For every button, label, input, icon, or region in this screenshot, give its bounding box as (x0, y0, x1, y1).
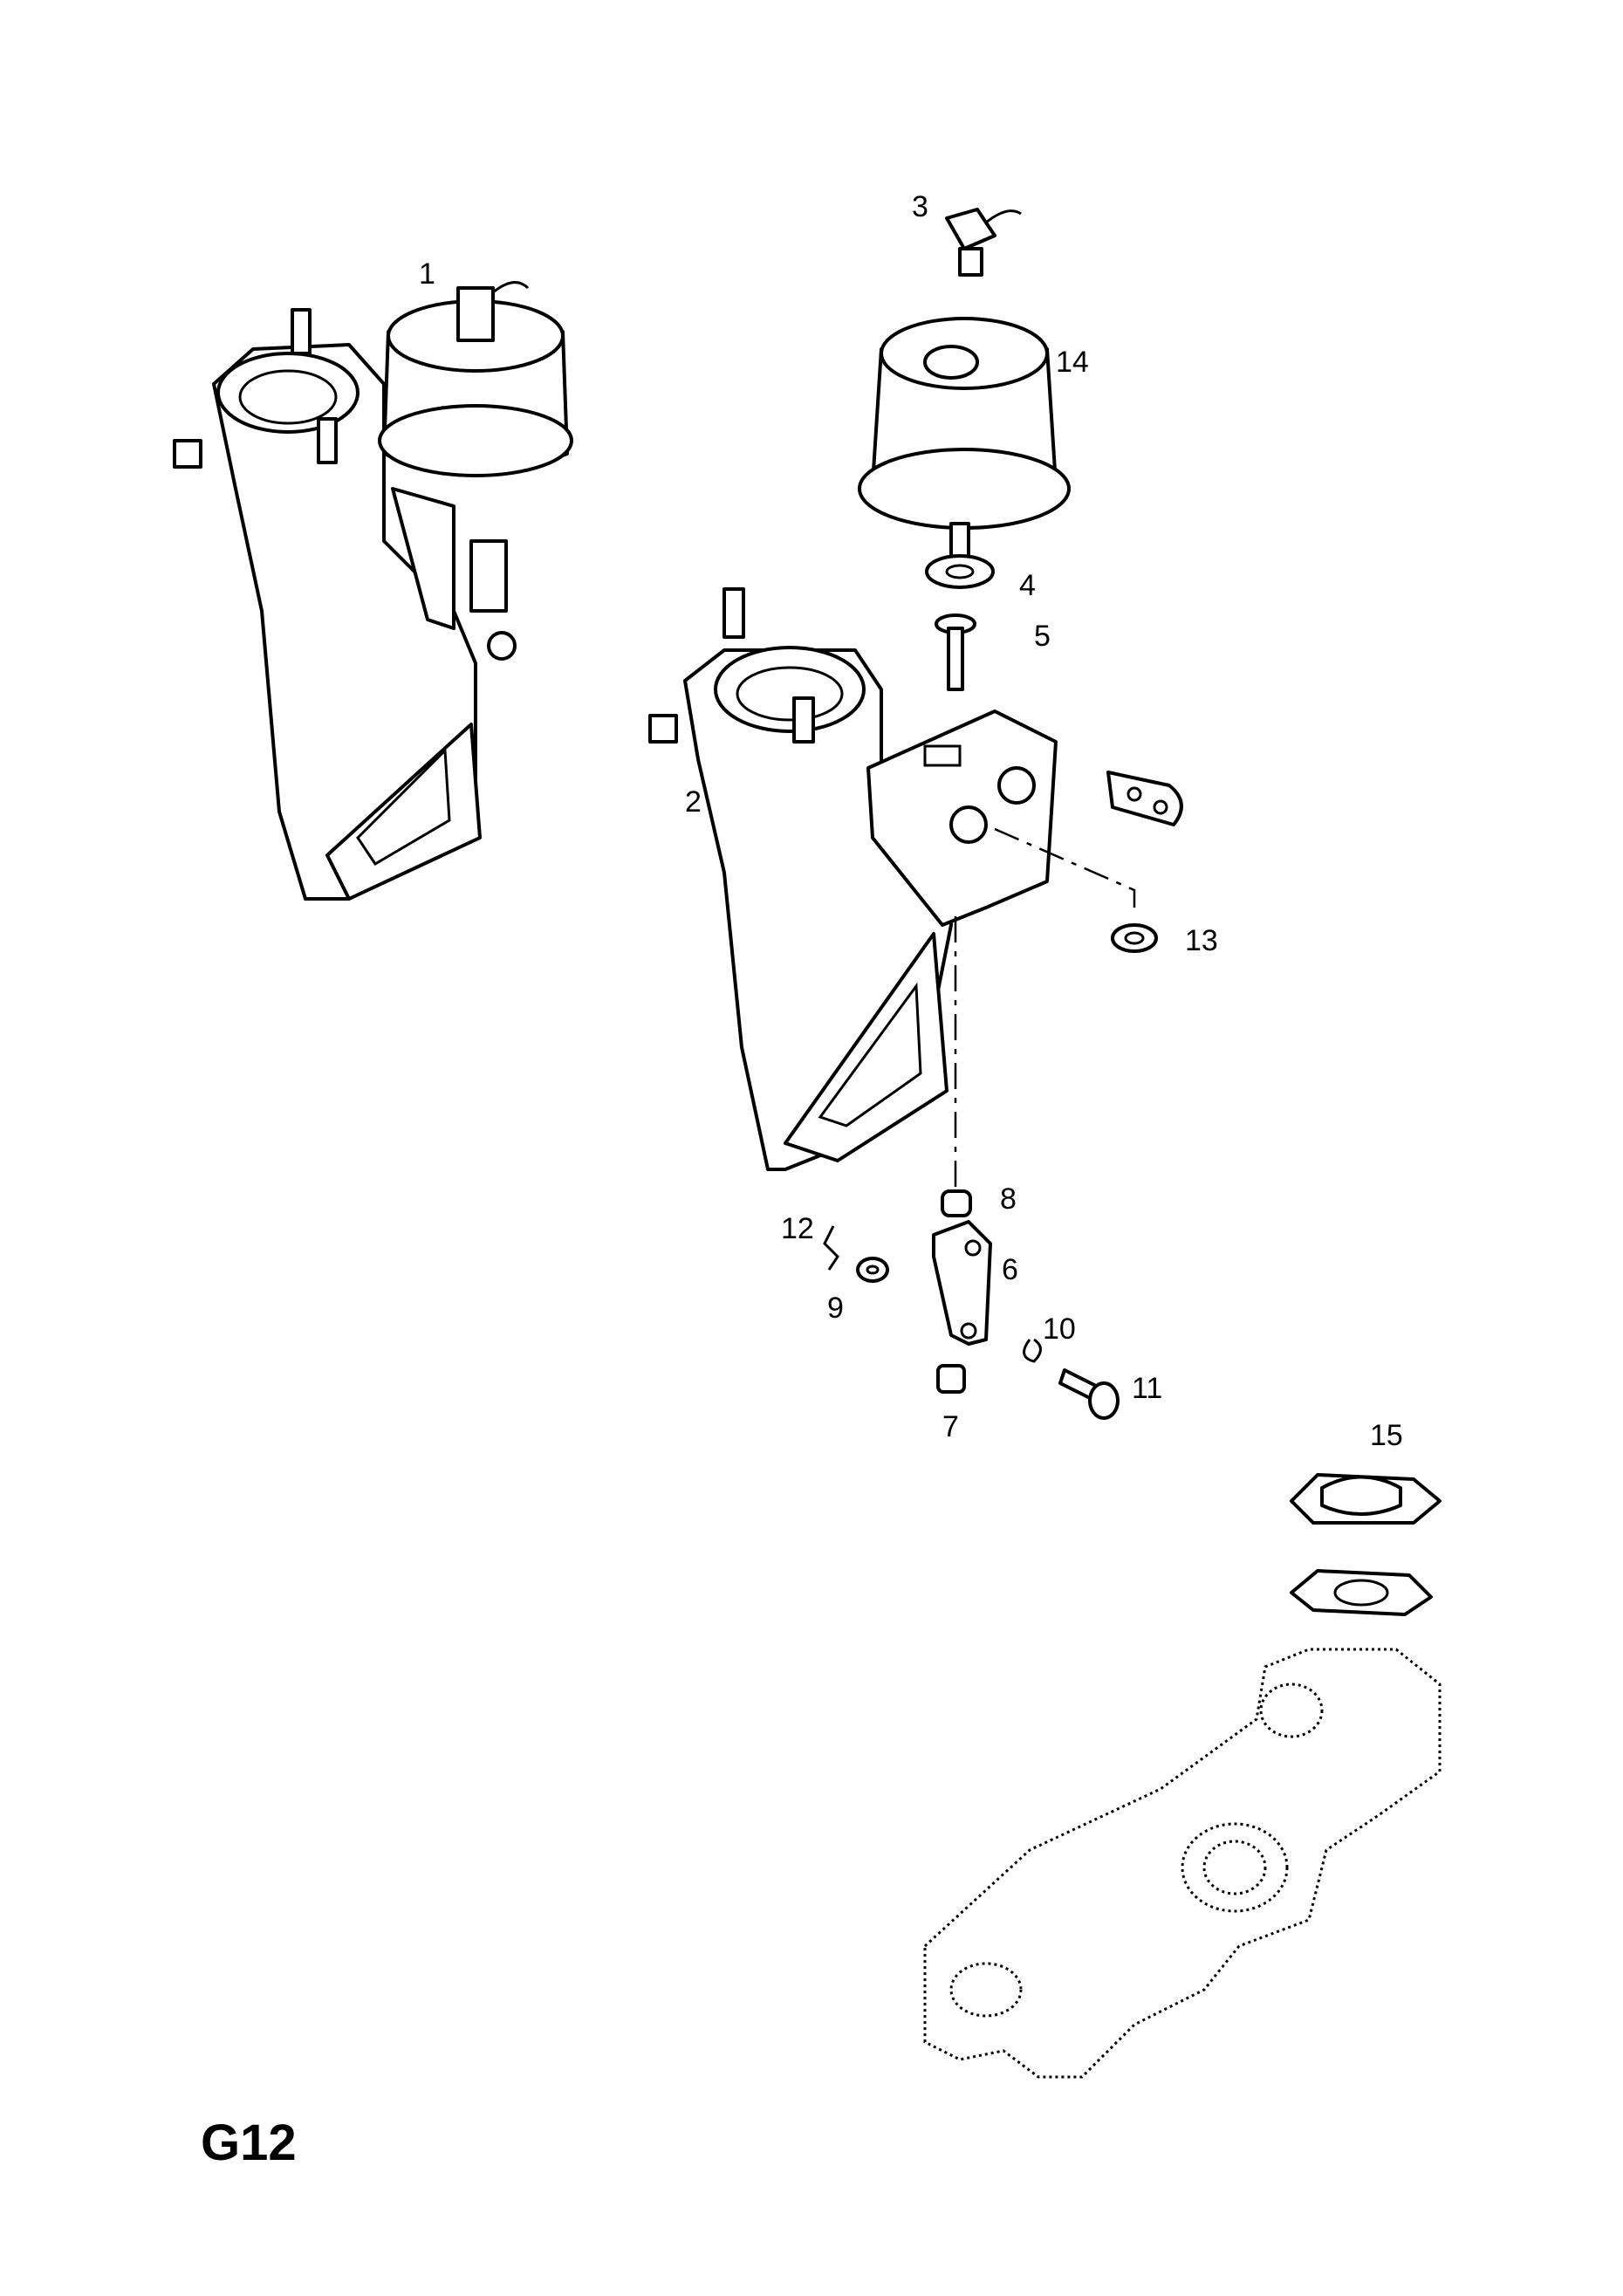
part-4-washer (925, 554, 995, 589)
callout-1: 1 (419, 257, 435, 291)
part-9-washer (856, 1257, 889, 1283)
part-5-pin (935, 613, 976, 691)
callout-13: 13 (1185, 924, 1218, 957)
part-8-nut (941, 1189, 972, 1217)
callout-11: 11 (1132, 1372, 1162, 1405)
callout-7: 7 (942, 1410, 959, 1443)
part-1-manifold-assembly (173, 281, 573, 901)
part-11-bolt (1058, 1368, 1120, 1420)
part-13-nut (1111, 923, 1158, 953)
part-3-sensor (945, 208, 1022, 277)
callout-15: 15 (1370, 1419, 1403, 1452)
callout-9: 9 (827, 1292, 844, 1325)
callout-5: 5 (1034, 620, 1051, 653)
callout-2: 2 (685, 785, 702, 819)
part-plate (1106, 771, 1183, 826)
part-6-lever (932, 1220, 992, 1346)
callout-14: 14 (1056, 346, 1089, 379)
callout-8: 8 (1000, 1182, 1017, 1216)
part-7-nut (936, 1364, 966, 1394)
page-code: G12 (201, 2114, 297, 2171)
callout-10: 10 (1043, 1312, 1076, 1346)
part-2-manifold (648, 587, 1058, 1171)
leader-line-13 (994, 827, 1136, 908)
part-15-cover (1290, 1473, 1442, 1616)
part-10-washer (1023, 1338, 1042, 1363)
callout-4: 4 (1019, 569, 1036, 602)
callout-3: 3 (912, 190, 928, 223)
callout-12: 12 (781, 1212, 814, 1245)
part-14-actuator (858, 317, 1071, 573)
part-12-clip (823, 1225, 839, 1271)
callout-6: 6 (1002, 1253, 1018, 1286)
engine-manifold-context (923, 1648, 1442, 2079)
